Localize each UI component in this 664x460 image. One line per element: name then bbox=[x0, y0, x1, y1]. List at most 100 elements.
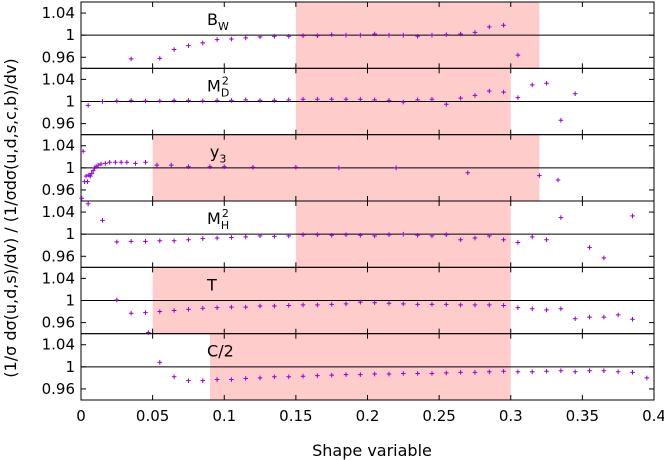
data-point bbox=[171, 98, 177, 103]
data-point bbox=[515, 240, 521, 245]
data-point bbox=[558, 306, 564, 312]
data-point bbox=[501, 303, 506, 308]
tick-layer bbox=[80, 2, 655, 400]
data-point bbox=[300, 33, 306, 39]
panel-label-sup: 2 bbox=[222, 207, 229, 220]
data-point bbox=[555, 177, 561, 183]
data-point bbox=[286, 303, 292, 308]
data-point bbox=[133, 161, 138, 166]
data-point bbox=[515, 95, 521, 100]
data-point bbox=[229, 36, 234, 42]
data-point bbox=[293, 164, 299, 170]
data-point bbox=[157, 360, 163, 365]
data-point bbox=[537, 173, 542, 178]
y-tick-label: 1 bbox=[65, 225, 75, 243]
panel-label-sub: 3 bbox=[219, 153, 226, 166]
data-point bbox=[358, 372, 363, 377]
data-point bbox=[486, 88, 492, 94]
data-point bbox=[300, 373, 306, 379]
data-point bbox=[358, 32, 363, 38]
data-point bbox=[315, 302, 320, 308]
data-point bbox=[472, 302, 478, 308]
data-point bbox=[128, 98, 134, 103]
data-point bbox=[644, 375, 650, 381]
data-point bbox=[257, 233, 263, 239]
data-point bbox=[458, 31, 463, 37]
x-tick-label: 0.2 bbox=[356, 407, 380, 425]
data-point bbox=[587, 245, 592, 250]
data-point bbox=[200, 98, 206, 104]
data-point bbox=[501, 368, 506, 374]
data-point bbox=[486, 302, 492, 308]
data-point bbox=[168, 162, 174, 168]
x-tick-label: 0.3 bbox=[499, 407, 523, 425]
data-point bbox=[272, 374, 277, 380]
panel-label-sub: W bbox=[218, 20, 229, 33]
data-point bbox=[315, 33, 320, 39]
data-point bbox=[315, 232, 320, 238]
data-point bbox=[372, 97, 377, 103]
data-point bbox=[544, 368, 549, 374]
data-point bbox=[501, 22, 506, 28]
data-point bbox=[286, 33, 292, 39]
data-point bbox=[401, 371, 406, 376]
data-point bbox=[229, 304, 234, 310]
data-point bbox=[315, 96, 320, 102]
data-point bbox=[272, 234, 277, 239]
data-point bbox=[171, 374, 177, 380]
y-tick-label: 0.96 bbox=[42, 48, 75, 66]
data-point bbox=[558, 368, 564, 374]
x-tick-label: 0.15 bbox=[279, 407, 312, 425]
panel-label-sub: H bbox=[221, 219, 229, 232]
data-point bbox=[90, 168, 96, 173]
data-point bbox=[358, 232, 363, 238]
panel-label: M bbox=[207, 209, 221, 228]
data-point bbox=[143, 310, 148, 315]
data-point bbox=[515, 305, 521, 310]
data-point bbox=[429, 371, 435, 376]
data-point bbox=[214, 377, 220, 382]
data-point bbox=[286, 374, 292, 380]
data-point bbox=[128, 56, 134, 62]
data-point bbox=[128, 310, 134, 316]
data-point bbox=[486, 24, 492, 30]
data-point bbox=[401, 99, 406, 105]
data-point bbox=[415, 232, 420, 238]
data-point bbox=[501, 89, 506, 95]
data-point bbox=[157, 98, 163, 104]
x-axis-title: Shape variable bbox=[312, 441, 432, 460]
data-point bbox=[272, 33, 277, 39]
data-point bbox=[272, 303, 277, 309]
data-point bbox=[443, 232, 449, 238]
data-point bbox=[114, 297, 120, 303]
data-point bbox=[529, 234, 535, 240]
data-point bbox=[544, 237, 549, 242]
data-point bbox=[529, 306, 535, 312]
x-tick-label: 0.05 bbox=[136, 407, 169, 425]
data-point bbox=[214, 37, 220, 42]
data-point bbox=[85, 201, 91, 207]
data-point bbox=[458, 237, 463, 242]
data-point bbox=[257, 34, 263, 40]
data-point bbox=[343, 32, 349, 38]
data-point bbox=[100, 218, 105, 223]
data-point bbox=[272, 98, 277, 103]
data-point bbox=[343, 372, 349, 377]
data-point bbox=[329, 32, 334, 37]
data-point bbox=[472, 93, 478, 98]
data-point bbox=[80, 148, 86, 154]
data-point bbox=[186, 307, 191, 312]
data-point bbox=[336, 165, 342, 171]
data-point bbox=[472, 235, 478, 241]
data-point bbox=[587, 368, 592, 374]
data-point bbox=[250, 164, 256, 170]
data-point bbox=[171, 308, 177, 313]
data-point bbox=[415, 33, 420, 39]
y-tick-label: 1.04 bbox=[42, 336, 75, 354]
data-point bbox=[186, 98, 191, 103]
data-point bbox=[157, 309, 163, 314]
data-point bbox=[386, 32, 392, 38]
data-point bbox=[200, 305, 206, 311]
data-point bbox=[157, 56, 163, 61]
